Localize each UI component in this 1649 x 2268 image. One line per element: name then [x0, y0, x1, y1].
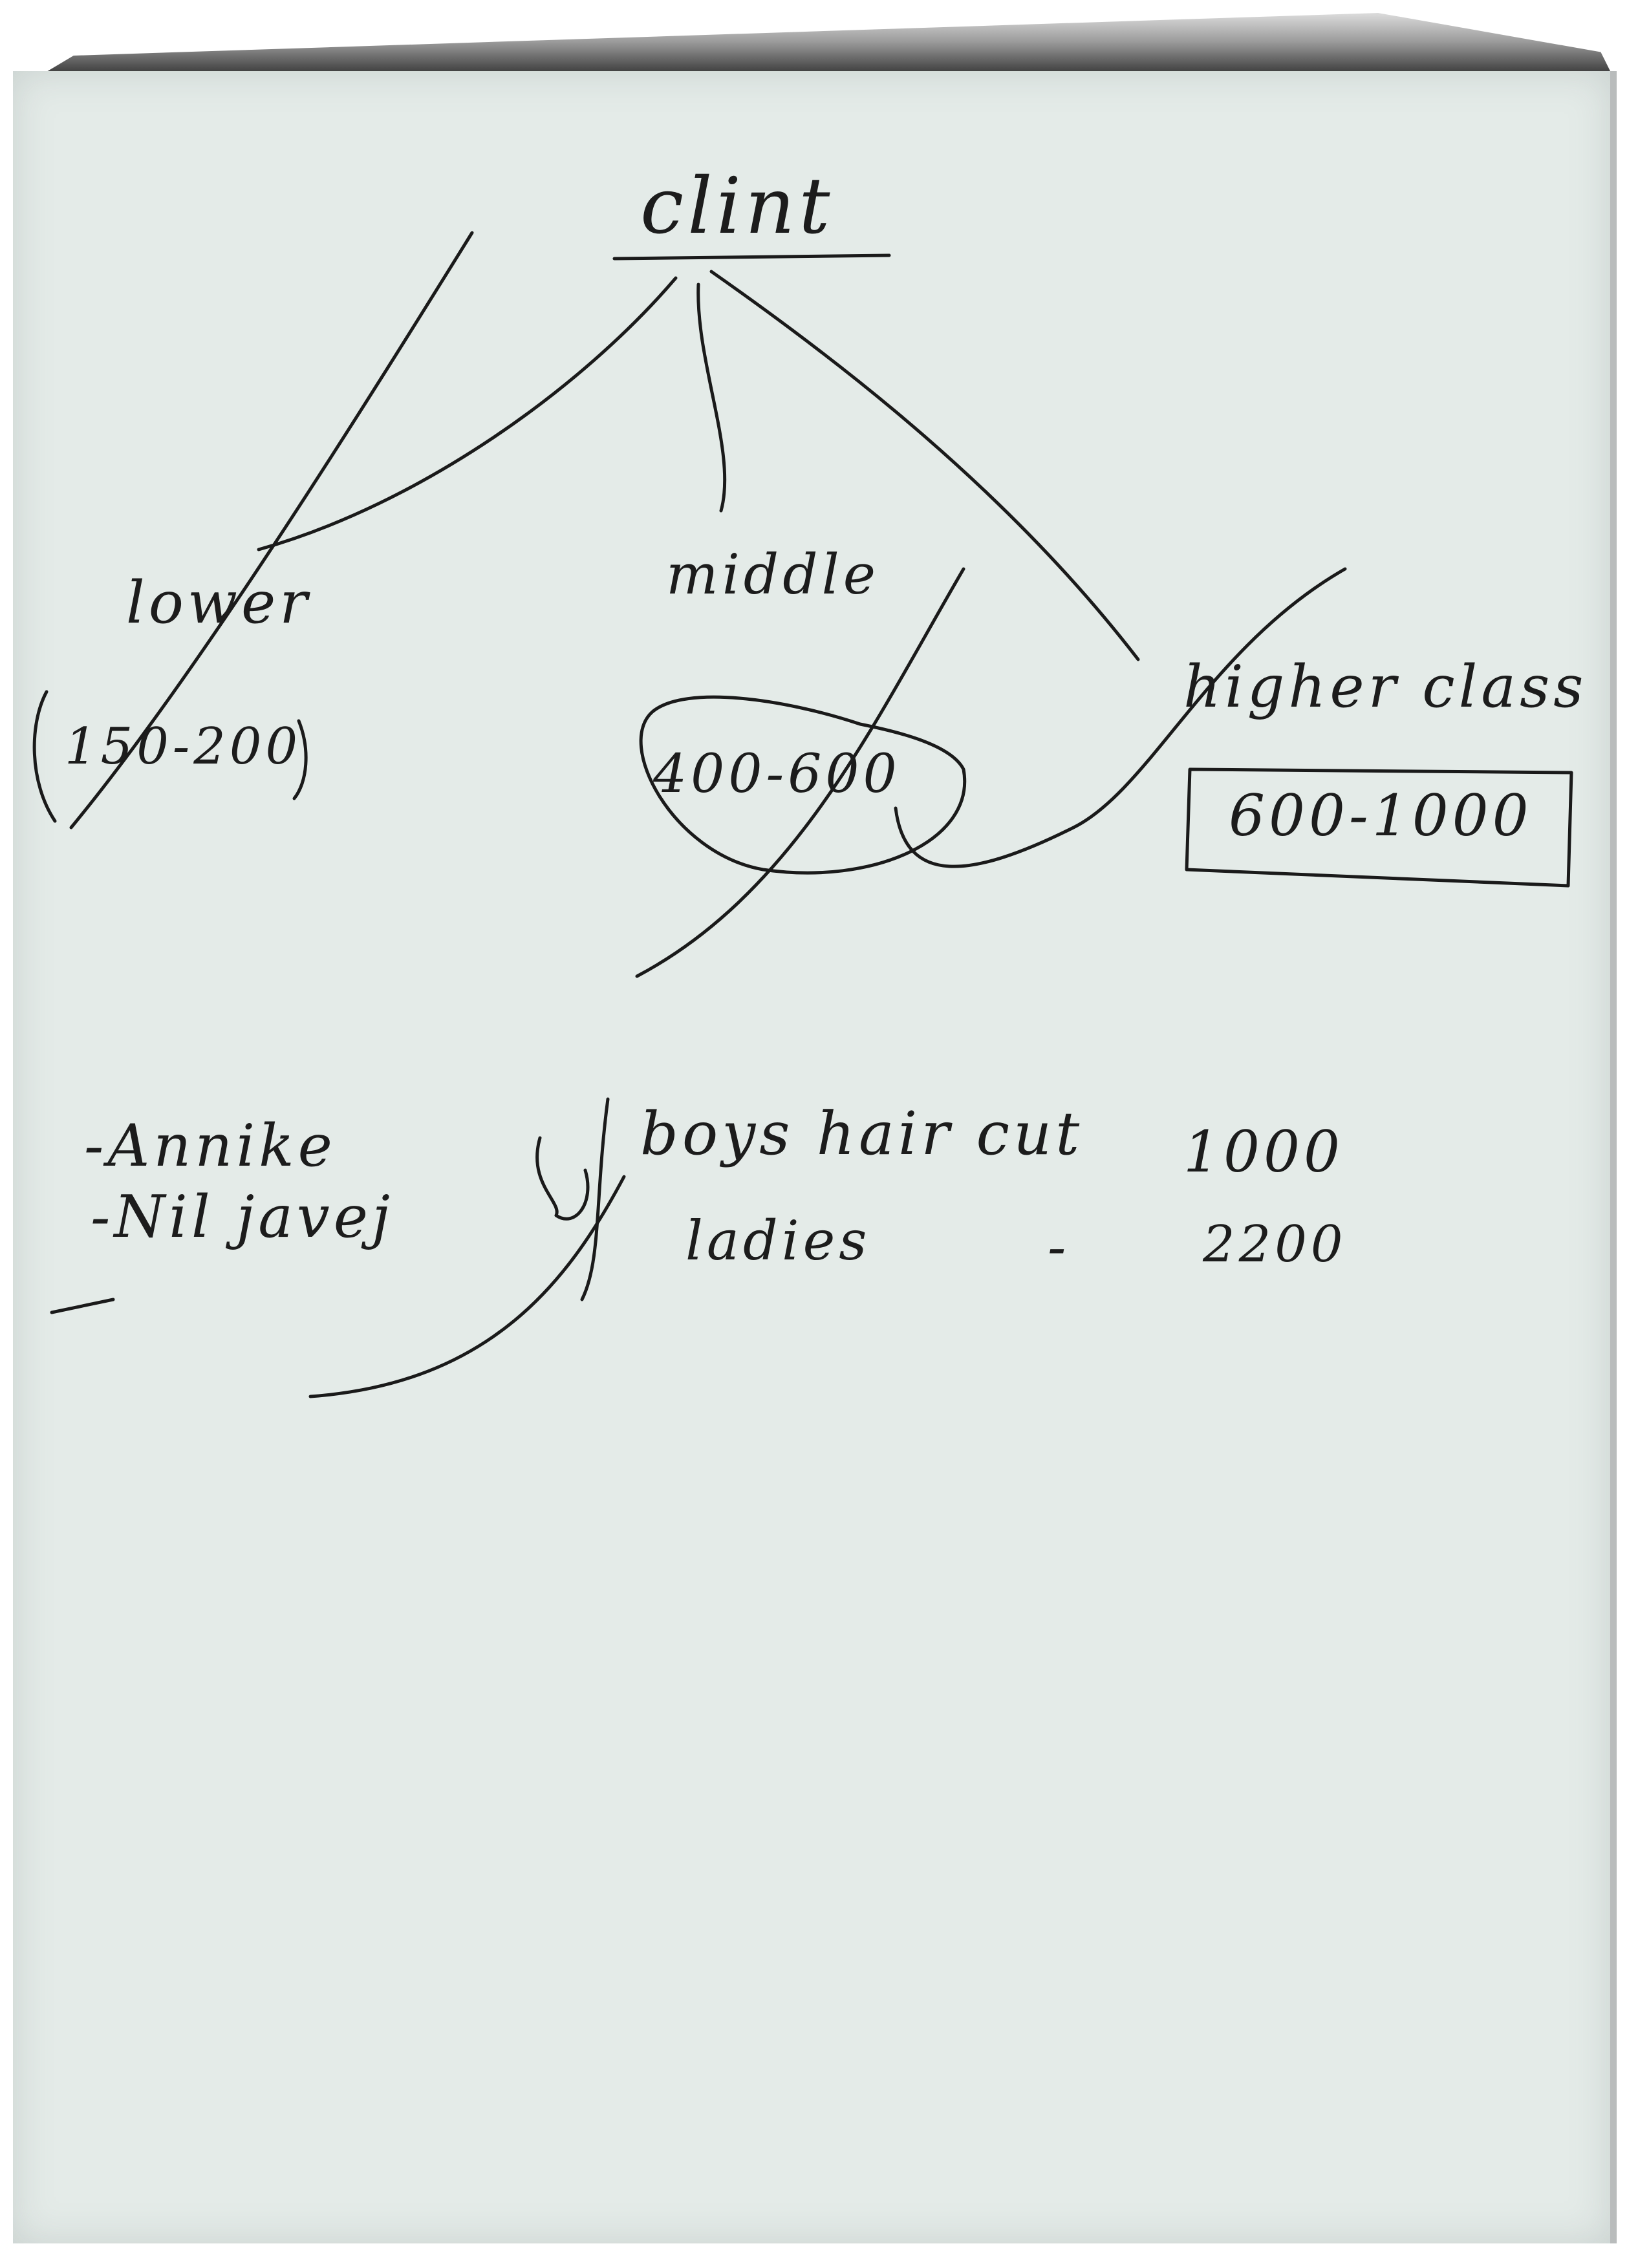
class-label-middle: middle: [666, 543, 880, 607]
class-label-higher: higher class: [1183, 653, 1588, 721]
class-label-lower: lower: [126, 569, 312, 637]
service-boys-label: boys hair cut: [640, 1099, 1084, 1168]
class-range-higher: 600-1000: [1229, 782, 1533, 849]
name-item-2: -Nil javej: [91, 1183, 394, 1251]
service-ladies-label: ladies: [685, 1209, 871, 1272]
class-range-lower: 150-200: [65, 718, 302, 776]
service-ladies-price: 2200: [1203, 1215, 1347, 1274]
root-node-label: clint: [640, 162, 834, 251]
name-item-1: -Annike: [84, 1112, 336, 1180]
service-ladies-separator: -: [1048, 1215, 1070, 1279]
class-range-middle: 400-600: [653, 744, 901, 805]
service-boys-price: 1000: [1183, 1118, 1344, 1185]
